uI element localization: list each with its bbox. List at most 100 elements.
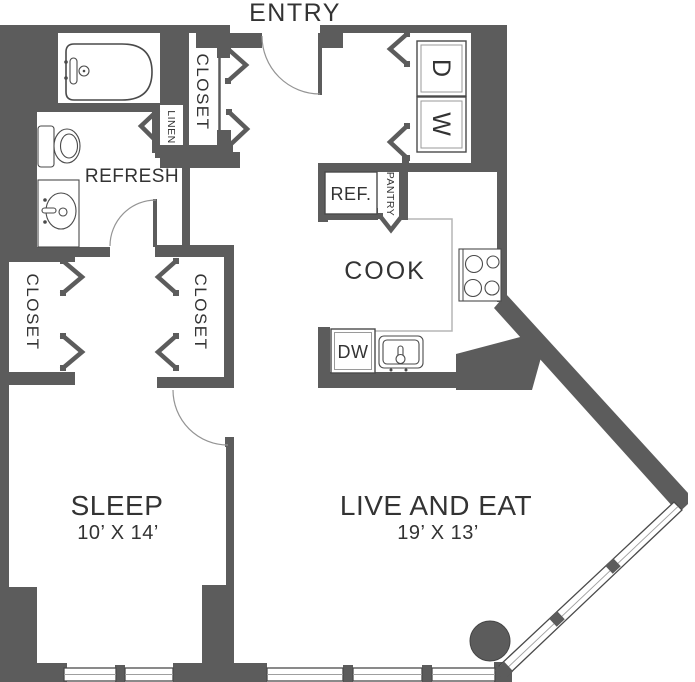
toilet [37,125,81,168]
closet-doors [59,30,411,372]
linen-closet-door [137,107,161,146]
linen-label: LINEN [165,110,177,143]
window-mullion [494,661,514,681]
left-closet-label: CLOSET [23,273,42,350]
wall-segment [0,372,75,385]
pantry-door [376,212,406,234]
dishwasher-box [330,328,376,374]
appliance-boxes [324,40,467,374]
bathtub-faucet-handle [69,57,78,85]
bathtub-outline [65,43,153,101]
wall-diagonal [494,294,688,508]
wall-segment [497,170,507,302]
wall-segment [471,25,507,170]
wall-segment [318,327,330,383]
wall-segment [183,33,189,158]
bathtub-dot [64,60,68,64]
washer-box-inner [420,100,463,149]
sink-dot [43,198,47,202]
wall-segment [320,25,343,48]
sink-faucet [58,207,68,217]
door-anchor [399,213,405,219]
toilet-bowl [53,128,81,164]
door-anchor [404,123,410,129]
sleep-label: SLEEP [71,490,164,521]
wall-segments [0,25,688,682]
burner [464,254,484,274]
dryer-box [416,40,467,97]
kitchen-faucet [395,353,406,365]
right-closet-door [154,332,180,372]
door-anchor [60,290,66,296]
door-anchor [225,78,231,84]
washer-label: W [427,112,455,136]
right-closet-label: CLOSET [191,273,210,350]
live-label: LIVE AND EAT [340,490,532,521]
laundry-closet-door [386,30,411,68]
wall-segment [422,665,432,682]
bathtub-dot [64,76,68,80]
wall-segment [173,663,267,682]
sink-faucet-handle [41,207,57,214]
door-anchor [173,290,179,296]
wall-segment [160,152,240,168]
wall-segment [318,372,460,388]
wall-segment [33,663,67,682]
window-mullion [549,611,565,627]
dryer-box-inner [420,44,463,93]
window-glass-line [503,506,679,672]
door-anchor [377,213,383,219]
burner [486,255,500,269]
wall-segment [152,103,160,153]
window-mullion [605,558,621,574]
wall-segment [115,665,125,682]
door-anchor [226,109,232,115]
wall-segment [0,25,200,33]
refresh-label: REFRESH [85,166,179,187]
door-anchor [404,61,410,67]
windows [63,501,683,682]
entry-closet-door [224,45,250,85]
fridge-box [324,171,378,215]
wall-segment [224,245,234,388]
toilet-tank [37,125,55,168]
doors [109,33,322,447]
bedroom-door-leaf [225,437,234,447]
entry-closet-door [225,108,251,150]
wall-segment [0,252,75,262]
bedroom-door-arc [172,389,229,446]
wall-segment [196,25,230,48]
entry-door-leaf [318,33,322,95]
kitchen-sink-dot [404,368,408,372]
door-anchor [60,365,66,371]
wall-segment [0,25,37,257]
entry-door-arc [261,35,321,95]
right-closet-door [154,257,180,297]
laundry-closet-door [386,122,411,162]
entry-closet-label: CLOSET [193,53,212,130]
wall-segment [226,440,234,667]
door-anchor [173,258,179,264]
sink-dot [43,220,47,224]
wall-segment [157,377,234,388]
wall-segment [182,160,190,257]
wall-segment [343,665,353,682]
dishwasher-box-inner [334,332,372,370]
wall-segment [318,167,328,222]
door-anchor [154,139,160,145]
live-dims-label: 19’ X 13’ [397,522,479,544]
kitchen-sink [378,335,424,372]
dryer-label: D [427,59,455,77]
door-anchor [404,155,410,161]
dishwasher-label: DW [338,342,369,362]
wall-segment [399,167,408,220]
door-anchor [404,31,410,37]
fridge-label: REF. [330,184,371,204]
toilet-bowl-inner [59,133,79,159]
counter-edge [331,218,453,332]
bathroom-door-arc [109,199,157,247]
wall-segment [157,245,234,257]
room-labels: ENTRY REFRESH COOK SLEEP 10’ X 14’ LIVE … [23,0,532,544]
